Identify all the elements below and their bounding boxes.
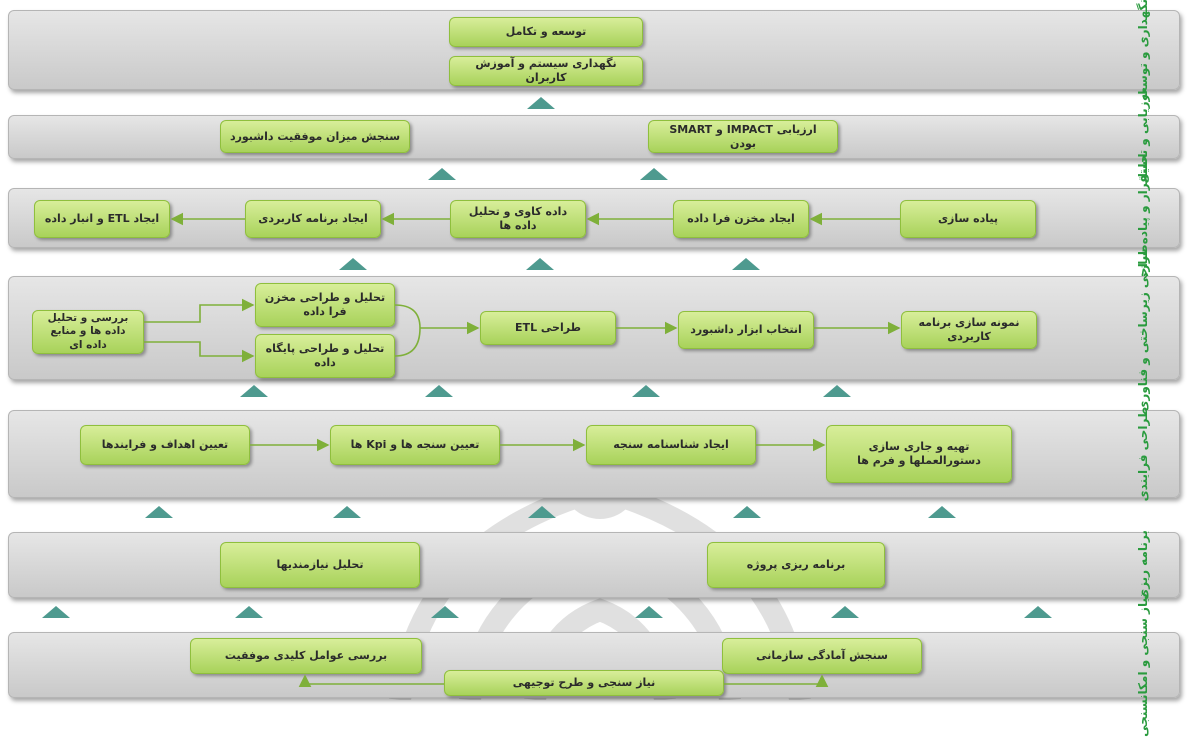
box-implement: پیاده سازی [900,200,1036,238]
arrow-up-triangle [240,385,268,397]
connector-arrow [144,298,255,323]
box-mining: داده کاوی و تحلیل داده ها [450,200,586,238]
arrow-up-triangle [528,506,556,518]
arrow-up-triangle [823,385,851,397]
connector-arrow [298,674,444,688]
arrow-up-triangle [42,606,70,618]
box-factors: بررسی عوامل کلیدی موفقیت [190,638,422,674]
box-etl: طراحی ETL [480,311,616,345]
box-justify: نیاز سنجی و طرح توجیهی [444,670,724,696]
arrow-up-triangle [632,385,660,397]
box-proto: نمونه سازی برنامه کاربردی [901,311,1037,349]
connector-arrow [144,341,255,363]
box-review: بررسی و تحلیل داده ها و منابع داده ای [32,310,144,354]
band-planning: برنامه ریزی [8,530,1180,600]
connector-brace [394,304,421,357]
arrow-up-triangle [640,168,668,180]
box-app: ایجاد برنامه کاربردی [245,200,381,238]
box-kpi: تعیین سنجه ها و Kpi ها [330,425,500,465]
arrow-up-triangle [339,258,367,270]
arrow-up-triangle [526,258,554,270]
connector-arrow [724,674,829,688]
arrow-up-triangle [928,506,956,518]
box-measure: سنجش میزان موفقیت داشبورد [220,120,410,153]
arrow-up-triangle [635,606,663,618]
box-etl-store: ایجاد ETL و انبار داده [34,200,170,238]
band-evaluation: ارزیابی و تحلیل [8,90,1180,184]
box-plan: برنامه ریزی پروژه [707,542,885,588]
box-readiness: سنجش آمادگی سازمانی [722,638,922,674]
box-develop: توسعه و تکامل [449,17,643,47]
arrow-up-triangle [732,258,760,270]
arrow-up-triangle [235,606,263,618]
box-id: ایجاد شناسنامه سنجه [586,425,756,465]
process-diagram: نگهداری و توسعه توسعه و تکامل نگهداری سی… [8,0,1180,737]
arrow-up-triangle [333,506,361,518]
connector-layer [144,212,901,688]
box-meta: تحلیل و طراحی مخزن فرا داده [255,283,395,327]
box-datamart: ایجاد مخزن فرا داده [673,200,809,238]
box-needs: تحلیل نیازمندیها [220,542,420,588]
arrow-up-triangle [733,506,761,518]
box-forms: تهیه و جاری سازی دستورالعملها و فرم ها [826,425,1012,483]
box-impact: ارزیابی IMPACT و SMART بودن [648,120,838,153]
arrow-up-triangle [428,168,456,180]
box-tool: انتخاب ابزار داشبورد [678,311,814,349]
box-db: تحلیل و طراحی پایگاه داده [255,334,395,378]
arrow-up-triangle [425,385,453,397]
arrow-up-triangle [831,606,859,618]
arrow-up-triangle [1024,606,1052,618]
box-maintain: نگهداری سیستم و آموزش کاربران [449,56,643,86]
arrow-up-triangle [431,606,459,618]
arrow-up-triangle [145,506,173,518]
box-goals: تعیین اهداف و فرایندها [80,425,250,465]
arrow-up-triangle [527,97,555,109]
